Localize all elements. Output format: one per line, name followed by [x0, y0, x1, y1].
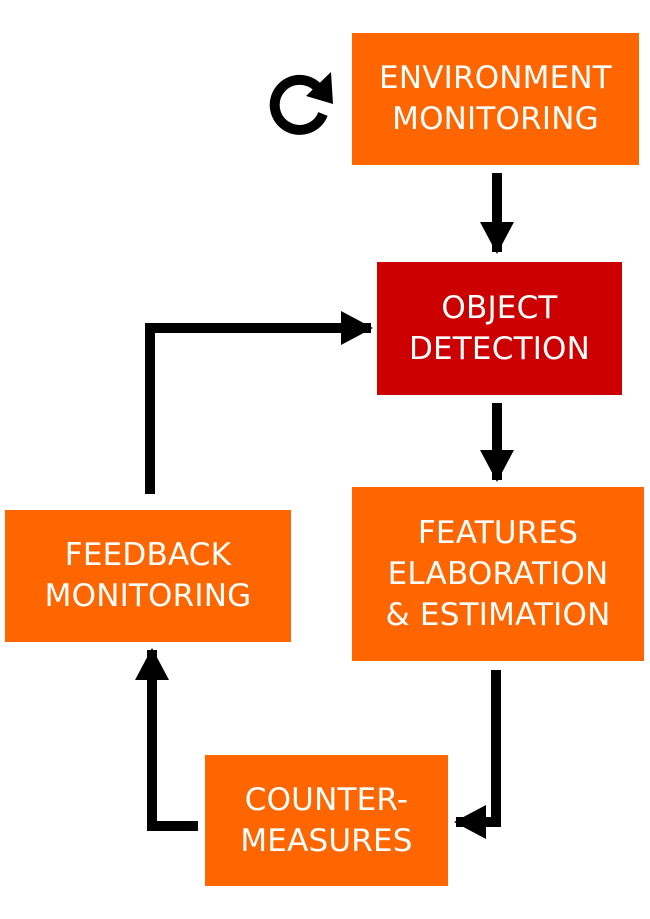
counter-measures-label: COUNTER- MEASURES: [240, 781, 413, 859]
feedback-monitoring-box: FEEDBACK MONITORING: [5, 510, 291, 642]
object-detection-box: OBJECT DETECTION: [377, 262, 622, 395]
object-detection-label: OBJECT DETECTION: [408, 289, 591, 367]
counter-measures-box: COUNTER- MEASURES: [205, 755, 448, 886]
feedback-monitoring-label: FEEDBACK MONITORING: [44, 537, 252, 614]
arrow-feedback-to-detection: [145, 311, 373, 494]
environment-monitoring-label: ENVIRONMENT MONITORING: [379, 60, 612, 137]
arrow-features-to-countermeasures: [454, 670, 501, 839]
features-elaboration-box: FEATURES ELABORATION & ESTIMATION: [352, 487, 644, 661]
refresh-cycle-icon: [269, 72, 333, 135]
environment-monitoring-box: ENVIRONMENT MONITORING: [352, 33, 639, 165]
arrow-countermeasures-to-feedback: [135, 648, 198, 831]
features-elaboration-label: FEATURES ELABORATION & ESTIMATION: [385, 514, 611, 633]
